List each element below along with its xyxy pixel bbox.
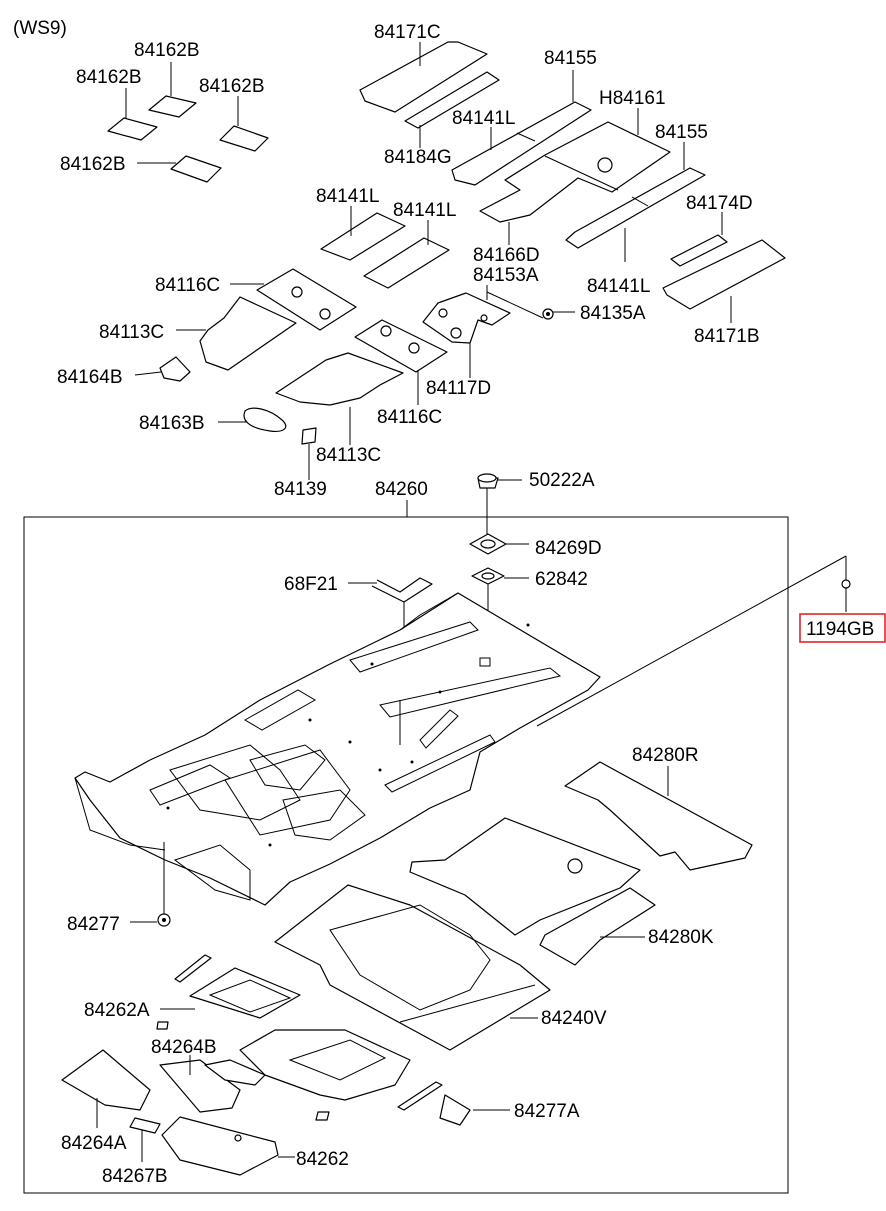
upper-insulation-group [107, 41, 786, 445]
label-84135a[interactable]: 84135A [580, 303, 646, 324]
label-84280k[interactable]: 84280K [648, 927, 714, 948]
part-84171c-pad[interactable] [359, 41, 488, 113]
part-h84161-hole [597, 157, 613, 173]
label-84141l-a[interactable]: 84141L [452, 108, 515, 129]
part-84280k-pad[interactable] [539, 887, 656, 966]
hole [319, 308, 331, 320]
label-84171c[interactable]: 84171C [374, 22, 441, 43]
label-84184g[interactable]: 84184G [384, 147, 452, 168]
part-84141l-pad-1[interactable] [320, 212, 406, 261]
part-84166d-pad[interactable] [422, 292, 511, 344]
hole [380, 325, 392, 337]
label-84113c-b[interactable]: 84113C [316, 445, 381, 466]
part-84162b-pad-3[interactable] [219, 125, 269, 152]
part-84174d-strip[interactable] [670, 234, 728, 267]
part-84155-strip-top[interactable] [451, 101, 592, 186]
label-84162b-4[interactable]: 84162B [60, 154, 126, 175]
label-84264b[interactable]: 84264B [151, 1037, 217, 1058]
part-trim-strip-2[interactable] [397, 1081, 443, 1111]
label-84162b-1[interactable]: 84162B [134, 40, 200, 61]
part-84262-pad[interactable] [161, 1116, 279, 1176]
floor-fasteners-top [348, 473, 851, 727]
part-84264b-frame[interactable] [159, 1059, 266, 1113]
part-84240-pad-center-rear[interactable] [409, 817, 641, 936]
part-84267b-clip[interactable] [129, 1117, 161, 1134]
label-84141l-d[interactable]: 84141L [587, 276, 650, 297]
label-84139[interactable]: 84139 [274, 479, 327, 500]
label-84240v[interactable]: 84240V [541, 1008, 607, 1029]
label-84277a[interactable]: 84277A [514, 1101, 580, 1122]
label-68f21[interactable]: 68F21 [284, 574, 338, 595]
part-84277-clip[interactable] [130, 842, 171, 927]
label-84162b-2[interactable]: 84162B [76, 67, 142, 88]
highlight-box-1194gb [799, 613, 886, 643]
label-h84161[interactable]: H84161 [599, 88, 666, 109]
part-84113c-pad-lower[interactable] [275, 352, 404, 406]
label-84155-right[interactable]: 84155 [655, 122, 708, 143]
part-1194gb-bolt[interactable] [841, 579, 851, 589]
part-84117d-pad[interactable] [354, 319, 448, 373]
part-h84161-pad[interactable] [479, 121, 671, 223]
hole [480, 314, 488, 322]
label-84262a[interactable]: 84262A [84, 1000, 150, 1021]
hole [438, 308, 448, 318]
label-84116c-a[interactable]: 84116C [155, 275, 220, 296]
label-84260[interactable]: 84260 [375, 479, 428, 500]
part-84184g-strip[interactable] [404, 71, 500, 129]
part-small-clip-2[interactable] [156, 1021, 169, 1030]
part-84164b-pad[interactable] [159, 356, 191, 382]
part-84260-floor-carpet[interactable] [74, 592, 601, 906]
label-1194gb[interactable]: 1194GB [806, 619, 874, 640]
label-84163b[interactable]: 84163B [139, 413, 205, 434]
label-84141l-b[interactable]: 84141L [316, 186, 379, 207]
label-84264a[interactable]: 84264A [61, 1133, 127, 1154]
label-84171b[interactable]: 84171B [694, 326, 760, 347]
upper-leader-lines [125, 42, 732, 480]
part-84277a-pad[interactable] [439, 1094, 471, 1126]
label-84113c-a[interactable]: 84113C [99, 322, 164, 343]
part-84162b-pad-1[interactable] [148, 95, 197, 118]
part-84116c-pad-upper[interactable] [256, 268, 357, 331]
hole [450, 327, 462, 339]
label-84164b[interactable]: 84164B [57, 367, 123, 388]
part-84171b-pad[interactable] [662, 239, 786, 310]
part-84113c-pad-upper[interactable] [199, 296, 297, 371]
label-84141l-c[interactable]: 84141L [393, 200, 456, 221]
part-84163b-pad[interactable] [243, 407, 287, 432]
label-84174d[interactable]: 84174D [686, 193, 753, 214]
label-84153a[interactable]: 84153A [473, 265, 539, 286]
label-84267b[interactable]: 84267B [102, 1166, 168, 1187]
label-84277[interactable]: 84277 [67, 914, 120, 935]
part-84139-tag[interactable] [301, 427, 317, 445]
part-84162b-pad-4[interactable] [170, 155, 222, 183]
label-84280r[interactable]: 84280R [632, 745, 699, 766]
label-50222a[interactable]: 50222A [529, 470, 595, 491]
label-84262[interactable]: 84262 [296, 1149, 349, 1170]
variant-code: (WS9) [13, 18, 67, 39]
part-84262a-frame[interactable] [189, 967, 411, 1101]
part-84141l-pad-2[interactable] [363, 237, 450, 289]
part-84264a-pad[interactable] [61, 1049, 151, 1111]
label-84116c-b[interactable]: 84116C [377, 407, 442, 428]
label-84166d[interactable]: 84166D [473, 245, 540, 266]
part-trim-strip-1[interactable] [174, 954, 212, 983]
label-62842[interactable]: 62842 [535, 569, 588, 590]
label-84269d[interactable]: 84269D [535, 538, 602, 559]
part-labels: (WS9) 84162B 84162B 84162B 84162B 84171C… [13, 18, 886, 1187]
assembly-84260-frame [23, 516, 789, 1194]
part-84162b-pad-2[interactable] [107, 117, 158, 141]
part-small-clip-1[interactable] [315, 1111, 330, 1121]
part-68f21-bracket[interactable] [371, 577, 433, 603]
hole [408, 342, 420, 354]
hole [291, 286, 303, 298]
part-84155-strip-right[interactable] [565, 167, 706, 249]
label-84155-top[interactable]: 84155 [544, 48, 597, 69]
label-84162b-3[interactable]: 84162B [199, 76, 265, 97]
part-84280r-pad[interactable] [564, 761, 753, 871]
label-84117d[interactable]: 84117D [426, 378, 491, 399]
